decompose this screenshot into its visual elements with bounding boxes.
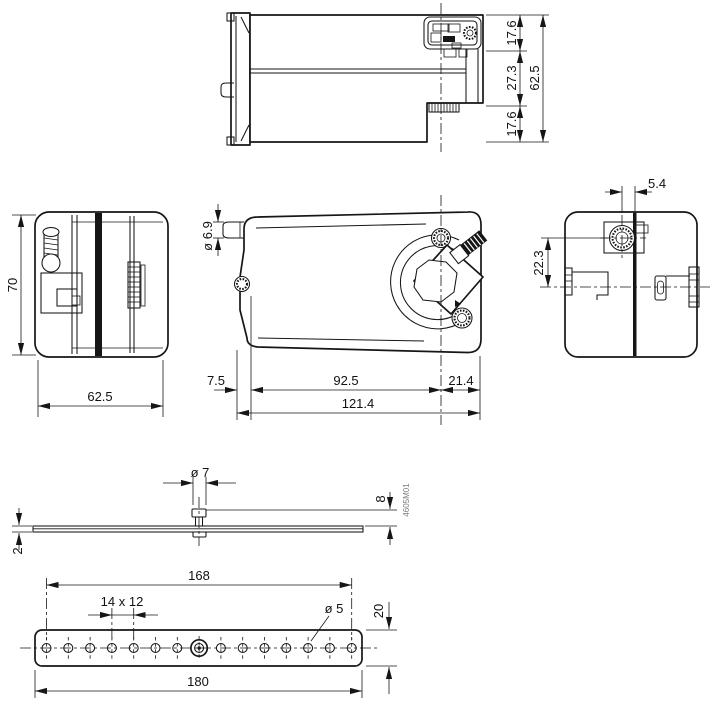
dim-pin-height: 8 [373, 495, 388, 502]
hole-dia-leader [310, 615, 330, 642]
dim-hole-pitch: 14 x 12 [101, 594, 144, 609]
shaft-hole [413, 259, 458, 303]
dim-top-lower: 17.6 [504, 111, 519, 136]
front-view-cable [222, 221, 244, 239]
right-view-dimensions: 5.4 22.3 [531, 176, 666, 287]
bracket-plan-view: 168 14 x 12 ø 5 20 180 [20, 568, 397, 698]
dim-top-upper: 17.6 [504, 20, 519, 45]
front-view-clamp [390, 227, 488, 330]
bracket-plan-dimensions: 168 14 x 12 ø 5 20 180 [34, 568, 397, 698]
dim-front-total: 121.4 [342, 396, 375, 411]
dim-pin-dia: ø 7 [191, 465, 210, 480]
left-view-parting-band [95, 213, 102, 356]
bracket-center-hole [190, 636, 209, 660]
dim-plate-thickness: 2 [10, 547, 25, 554]
dim-bracket-width: 20 [371, 604, 386, 618]
top-view-dimensions: 17.6 27.3 17.6 62.5 [486, 14, 549, 143]
clamp-bolt [449, 230, 488, 265]
dim-hole-dia: ø 5 [325, 601, 344, 616]
left-side-view: 70 62.5 [5, 211, 169, 417]
right-view-parting-band [633, 213, 637, 356]
dim-left-width: 62.5 [87, 389, 112, 404]
drawing-code: 4605M01 [402, 483, 411, 517]
front-view-dimensions: ø 6.9 7.5 92.5 21.4 121.4 [200, 204, 481, 420]
dim-front-c: 21.4 [448, 373, 473, 388]
dim-front-a: 7.5 [207, 373, 225, 388]
dim-top-total: 62.5 [527, 65, 542, 90]
dim-bracket-length: 180 [187, 674, 209, 689]
right-side-view: 5.4 22.3 [531, 176, 710, 358]
dim-left-height: 70 [5, 278, 20, 292]
right-view-side-details [564, 266, 700, 308]
bracket-holes [41, 636, 357, 660]
dim-front-b: 92.5 [333, 373, 358, 388]
front-view: ø 6.9 7.5 92.5 21.4 121.4 [200, 195, 488, 425]
left-view-clamp-bracket [40, 272, 83, 314]
bracket-side-view: ø 7 8 2 4605M01 [10, 465, 411, 555]
dim-right-a: 5.4 [648, 176, 666, 191]
left-view-screw [41, 226, 61, 273]
top-view: 17.6 27.3 17.6 62.5 [220, 3, 549, 152]
dim-cable-dia: ø 6.9 [200, 221, 215, 251]
left-view-connector [127, 261, 146, 309]
bracket-side-dimensions: ø 7 8 2 [10, 465, 397, 555]
left-view-dimensions: 70 62.5 [5, 214, 164, 417]
dim-right-b: 22.3 [531, 250, 546, 275]
top-view-connector [428, 102, 460, 113]
dim-top-middle: 27.3 [504, 65, 519, 90]
right-view-shaft-block [600, 215, 649, 258]
dim-hole-span: 168 [188, 568, 210, 583]
